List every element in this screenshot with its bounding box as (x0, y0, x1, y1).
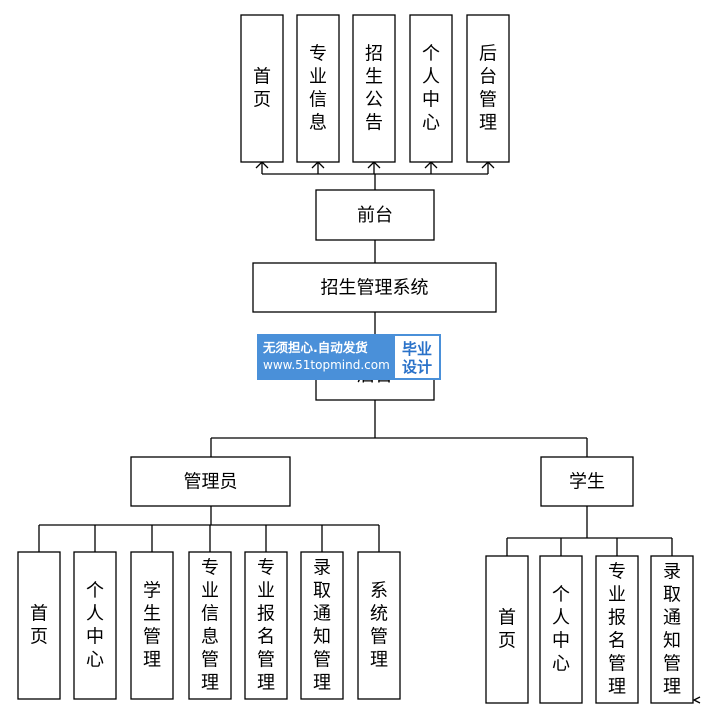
system-node: 招生管理系统 (252, 262, 497, 313)
system-node-label: 招生管理系统 (321, 278, 429, 299)
admin-role-node-label: 管理员 (184, 472, 238, 493)
admin-module-node: 学生管理 (130, 551, 174, 700)
frontend-menu-node: 首页 (240, 14, 284, 163)
admin-module-node-box (130, 551, 174, 700)
frontend-menu-node-label: 后台管理 (479, 44, 497, 134)
frontend-menu-node-box (466, 14, 510, 163)
watermark-badge: 毕业 设计 (393, 334, 441, 380)
frontend-menu-node-label: 首页 (253, 67, 271, 111)
admin-module-node-label: 首页 (30, 604, 48, 648)
frontend-menu-node: 个人中心 (409, 14, 453, 163)
student-module-node: 专业报名管理 (595, 555, 639, 704)
watermark-badge-line1: 毕业 (401, 340, 432, 358)
admin-module-node: 专业报名管理 (244, 551, 288, 700)
admin-module-node: 首页 (17, 551, 61, 700)
student-module-node-box (595, 555, 639, 704)
frontend-menu-node: 后台管理 (466, 14, 510, 163)
student-module-node-label: 专业报名管理 (608, 562, 626, 698)
admin-module-node-box (17, 551, 61, 700)
student-module-node-label: 录取通知管理 (663, 562, 681, 698)
frontend-menu-node-box (296, 14, 340, 163)
admin-module-node: 专业信息管理 (188, 551, 232, 700)
admin-module-node-box (188, 551, 232, 700)
admin-module-node: 系统管理 (357, 551, 401, 700)
student-module-node-label: 首页 (498, 608, 516, 652)
student-role-node-label: 学生 (569, 472, 605, 493)
student-module-node-box (650, 555, 694, 704)
student-module-node: 录取通知管理 (650, 555, 694, 704)
student-module-node-label: 个人中心 (552, 585, 570, 675)
admin-role-node: 管理员 (130, 456, 291, 507)
frontend-menu-node-box (409, 14, 453, 163)
admin-module-node: 录取通知管理 (300, 551, 344, 700)
student-module-node: 个人中心 (539, 555, 583, 704)
admin-module-node-box (357, 551, 401, 700)
frontend-node: 前台 (315, 189, 435, 241)
system-node-box (252, 262, 497, 313)
frontend-menu-node-box (352, 14, 396, 163)
frontend-node-box (315, 189, 435, 241)
student-module-node-box (539, 555, 583, 704)
frontend-menu-node-box (240, 14, 284, 163)
admin-module-node-label: 录取通知管理 (313, 558, 331, 694)
admin-module-node-box (73, 551, 117, 700)
watermark-banner: 无须担心.自动发货 www.51topmind.com (257, 334, 393, 380)
admin-module-node-label: 专业信息管理 (201, 558, 219, 694)
admin-module-node-label: 专业报名管理 (257, 558, 275, 694)
admin-module-node: 个人中心 (73, 551, 117, 700)
watermark-badge-line2: 设计 (401, 358, 432, 376)
student-role-node: 学生 (540, 456, 634, 507)
frontend-menu-node: 专业信息 (296, 14, 340, 163)
frontend-node-label: 前台 (357, 205, 393, 226)
admin-role-node-box (130, 456, 291, 507)
admin-module-node-label: 个人中心 (86, 581, 104, 671)
student-module-node: 首页 (485, 555, 529, 704)
admin-module-node-box (300, 551, 344, 700)
watermark-slogan: 无须担心.自动发货 (263, 340, 368, 355)
frontend-menu-node-label: 专业信息 (309, 44, 327, 134)
frontend-menu-node-label: 个人中心 (422, 44, 440, 134)
admin-module-node-label: 系统管理 (370, 581, 388, 671)
frontend-menu-node-label: 招生公告 (365, 44, 383, 134)
student-role-node-box (540, 456, 634, 507)
frontend-menu-node: 招生公告 (352, 14, 396, 163)
watermark-url: www.51topmind.com (263, 358, 390, 372)
admin-module-node-box (244, 551, 288, 700)
admin-module-node-label: 学生管理 (143, 581, 161, 671)
student-module-node-box (485, 555, 529, 704)
